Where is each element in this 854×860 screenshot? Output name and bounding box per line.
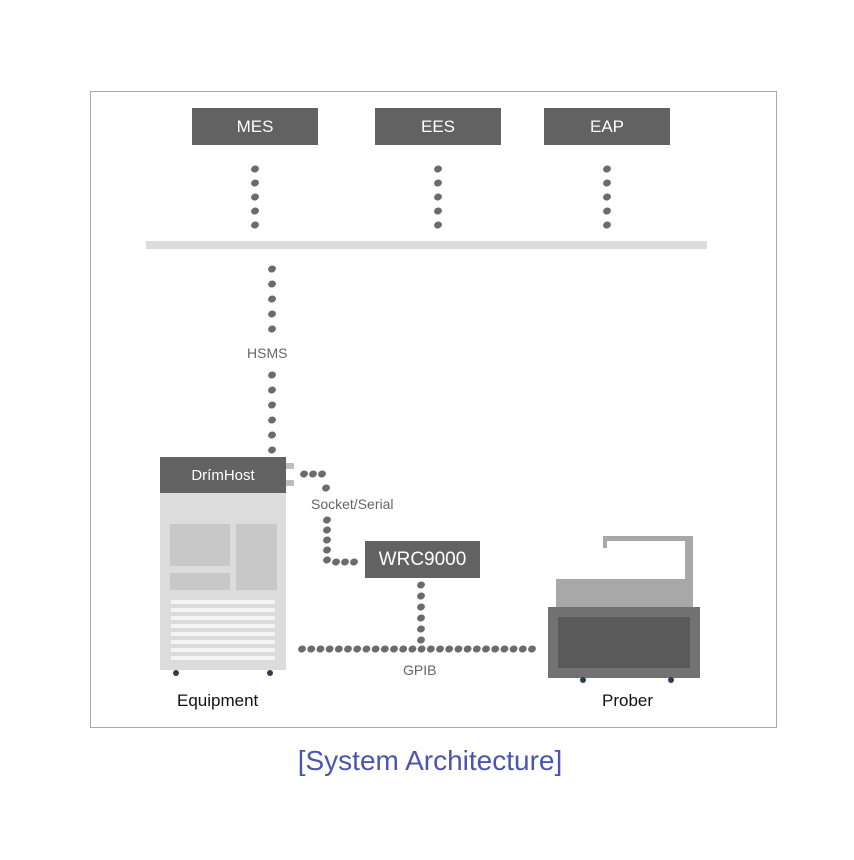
eap-box: EAP [544, 108, 670, 145]
hsms-label: HSMS [247, 345, 288, 361]
wrc9000-box: WRC9000 [365, 541, 480, 578]
drimhost-box: DrímHost [160, 457, 286, 493]
equipment-icon [160, 463, 294, 676]
socket-serial-label: Socket/Serial [311, 496, 394, 512]
ees-label: EES [420, 116, 456, 136]
diagram-frame [90, 91, 777, 728]
ees-box: EES [375, 108, 501, 145]
gpib-label: GPIB [403, 662, 437, 678]
wrc9000-label: WRC9000 [378, 548, 467, 570]
drimhost-label: DrímHost [191, 466, 255, 484]
prober-label: Prober [602, 691, 654, 710]
equipment-label: Equipment [177, 691, 259, 710]
eap-label: EAP [589, 116, 625, 136]
mes-label: MES [236, 116, 274, 136]
network-bus [146, 241, 707, 249]
page-title: [System Architecture] [297, 745, 563, 776]
prober-icon [548, 536, 700, 683]
mes-box: MES [192, 108, 318, 145]
